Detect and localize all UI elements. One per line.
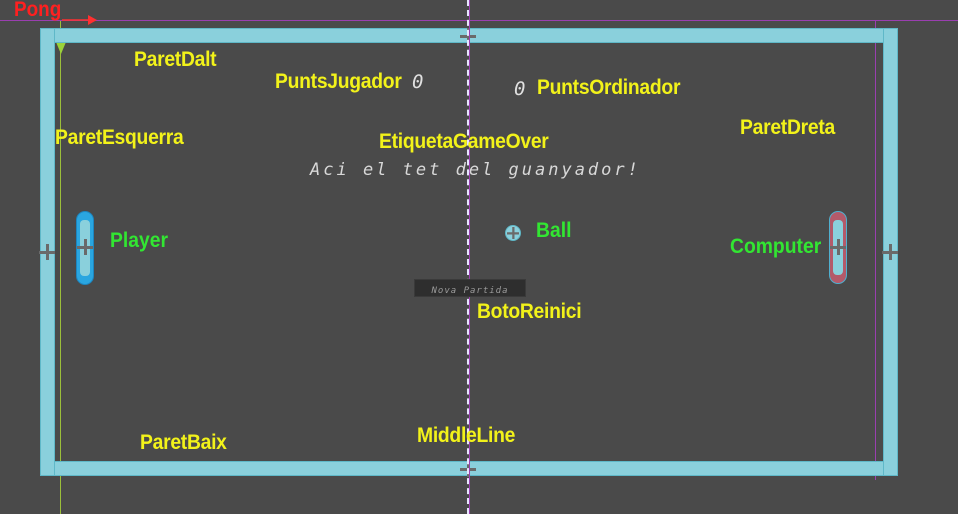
middle-line-guide <box>469 0 470 514</box>
game-over-label[interactable]: EtiquetaGameOver <box>379 130 549 153</box>
scene-root-label[interactable]: Pong <box>14 0 62 21</box>
right-wall-label[interactable]: ParetDreta <box>740 116 835 139</box>
bottom-wall-label[interactable]: ParetBaix <box>140 431 227 454</box>
vertical-guide-line <box>60 21 61 514</box>
middle-line[interactable] <box>467 0 469 514</box>
player-score-value: 0 <box>412 71 424 93</box>
top-wall-label[interactable]: ParetDalt <box>134 48 217 71</box>
restart-button-text: Nova Partida <box>431 286 509 296</box>
player-label[interactable]: Player <box>110 229 169 252</box>
middle-line-label[interactable]: MiddleLine <box>417 424 516 447</box>
computer-label[interactable]: Computer <box>730 235 822 258</box>
computer-score-value: 0 <box>514 78 526 100</box>
player-score-label[interactable]: PuntsJugador <box>275 70 402 93</box>
computer-handle-icon[interactable] <box>830 239 846 255</box>
ball-label[interactable]: Ball <box>536 219 572 242</box>
y-axis-arrow-icon <box>56 42 66 54</box>
player-handle-icon[interactable] <box>77 239 93 255</box>
horizontal-guide-line <box>0 20 958 21</box>
x-axis-arrow-icon <box>62 15 97 25</box>
computer-score-label[interactable]: PuntsOrdinador <box>537 76 681 99</box>
ball-handle-icon[interactable] <box>507 227 519 239</box>
right-guide-line <box>875 20 876 480</box>
left-wall-label[interactable]: ParetEsquerra <box>55 126 184 149</box>
restart-button[interactable]: Nova Partida <box>414 279 526 297</box>
left-wall-handle-icon[interactable] <box>39 244 55 260</box>
restart-button-label[interactable]: BotoReinici <box>477 300 582 323</box>
game-over-text: Aci el tet del guanyador! <box>310 160 641 180</box>
right-wall-handle-icon[interactable] <box>882 244 898 260</box>
